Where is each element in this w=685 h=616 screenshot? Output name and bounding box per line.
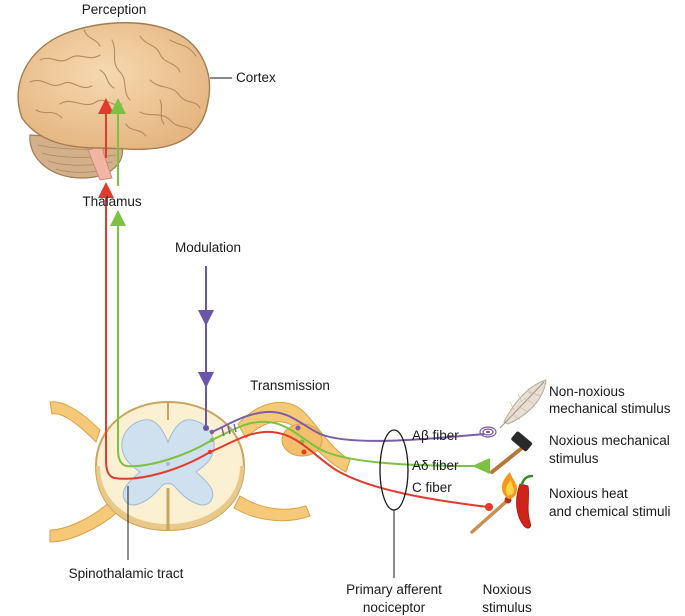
nerve-root-left-lower <box>49 499 121 543</box>
primary-afferent-label-line1: Primary afferent <box>346 582 442 597</box>
c-fiber-line <box>209 430 489 508</box>
hammer-icon <box>490 431 533 474</box>
noxious-stimulus-label-line2: stimulus <box>482 600 532 615</box>
transmission-label: Transmission <box>250 378 330 393</box>
a-delta-fiber-line <box>211 420 477 467</box>
primary-afferent-bundle-outline <box>379 429 409 511</box>
nerve-root-right-lower <box>233 495 311 522</box>
spinothalamic-tract-label: Spinothalamic tract <box>69 566 184 581</box>
a-beta-cell-body <box>295 425 301 431</box>
noxious-heat-label-line2: and chemical stimuli <box>549 504 671 519</box>
a-beta-fiber-label: Aβ fiber <box>412 428 459 443</box>
modulation-synapse <box>203 425 209 431</box>
cerebrum <box>17 22 211 151</box>
dorsal-horn-synapses <box>207 423 237 455</box>
brain <box>17 22 211 181</box>
non-noxious-label-line2: mechanical stimulus <box>549 401 671 416</box>
brainstem <box>87 145 113 181</box>
match-flame-icon <box>470 472 518 534</box>
c-fiber-cell-body <box>301 449 307 455</box>
c-fiber-nerve-ending <box>485 503 493 511</box>
a-delta-nerve-ending <box>472 458 490 474</box>
dorsal-root <box>237 401 351 473</box>
c-fiber-label: C fiber <box>412 480 452 495</box>
noxious-stimulus-label-line1: Noxious <box>483 582 532 597</box>
perception-label: Perception <box>82 2 147 17</box>
a-beta-receptor-ending <box>479 426 497 438</box>
non-noxious-label-line1: Non-noxious <box>549 384 625 399</box>
nerve-root-left-upper <box>49 401 101 443</box>
c-fiber-ascending-tract <box>98 182 211 480</box>
noxious-mechanical-label-line1: Noxious mechanical <box>549 433 670 448</box>
a-delta-ascending-tract <box>110 210 213 468</box>
primary-afferent-label-line2: nociceptor <box>363 600 426 615</box>
central-canal <box>166 462 170 466</box>
noxious-heat-label-line1: Noxious heat <box>549 486 628 501</box>
modulation-label: Modulation <box>175 240 241 255</box>
thalamus-label: Thalamus <box>82 194 142 209</box>
feather-icon <box>499 379 547 429</box>
a-beta-fiber-line <box>211 410 485 442</box>
chili-pepper-icon <box>516 474 534 529</box>
a-delta-fiber-label: Aδ fiber <box>412 458 459 473</box>
cortex-label: Cortex <box>236 70 276 85</box>
noxious-mechanical-label-line2: stimulus <box>549 451 599 466</box>
spinal-cord-section <box>49 400 351 543</box>
